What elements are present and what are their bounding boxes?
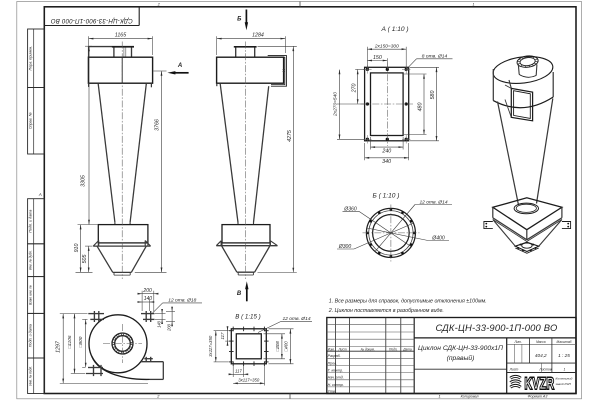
svg-text:240: 240 xyxy=(381,148,391,154)
svg-text:СДК-ЦН-33-900-1П-000 ВО: СДК-ЦН-33-900-1П-000 ВО xyxy=(51,17,133,24)
svg-text:Лит.: Лит. xyxy=(513,340,522,344)
svg-text:(правый): (правый) xyxy=(447,354,475,362)
svg-text:Взам. инв. №: Взам. инв. № xyxy=(28,285,32,305)
svg-text:№ докум.: № докум. xyxy=(361,347,375,351)
svg-text:3766: 3766 xyxy=(155,119,161,131)
svg-text:12 отв. Ø14: 12 отв. Ø14 xyxy=(419,200,447,206)
svg-text:Утв.: Утв. xyxy=(328,390,336,394)
svg-text:4275: 4275 xyxy=(287,130,293,142)
svg-text:3х117=350: 3х117=350 xyxy=(238,378,260,383)
svg-text:Циклон СДК-ЦН-33-900х1П: Циклон СДК-ЦН-33-900х1П xyxy=(418,345,503,352)
svg-text:8 отв. Ø14: 8 отв. Ø14 xyxy=(422,53,448,59)
svg-text:Дата: Дата xyxy=(402,347,412,351)
svg-text:Нач. отд.: Нач. отд. xyxy=(328,376,344,380)
svg-text:270: 270 xyxy=(351,84,357,94)
svg-text:Подп. и дата: Подп. и дата xyxy=(28,324,32,347)
svg-text:3х117=350: 3х117=350 xyxy=(208,335,213,357)
svg-text:2х150=300: 2х150=300 xyxy=(374,44,399,50)
svg-text:1284: 1284 xyxy=(252,33,264,39)
svg-text:Подп. и дата: Подп. и дата xyxy=(28,210,32,233)
svg-text:А: А xyxy=(177,63,182,69)
svg-text:□1106: □1106 xyxy=(67,335,72,348)
svg-text:1165: 1165 xyxy=(115,33,126,39)
svg-text:2. Циклон поставляется в разоб: 2. Циклон поставляется в разобранном вид… xyxy=(328,308,444,314)
svg-text:А ( 1:10 ): А ( 1:10 ) xyxy=(380,26,408,33)
svg-text:340: 340 xyxy=(382,159,391,165)
svg-text:Б ( 1:10 ): Б ( 1:10 ) xyxy=(372,193,399,200)
svg-text:150: 150 xyxy=(373,55,382,61)
svg-text:Масштаб: Масштаб xyxy=(557,340,572,344)
svg-text:Справ. №: Справ. № xyxy=(28,112,32,129)
svg-text:Изм.: Изм. xyxy=(328,347,335,351)
svg-text:480: 480 xyxy=(417,103,423,112)
svg-text:Лист: Лист xyxy=(509,368,519,372)
svg-text:140: 140 xyxy=(144,296,153,302)
svg-text:1297: 1297 xyxy=(56,340,62,353)
svg-text:140: 140 xyxy=(157,320,162,328)
svg-text:Ø300: Ø300 xyxy=(338,244,352,250)
svg-text:12 отв. Ø18: 12 отв. Ø18 xyxy=(168,297,196,303)
svg-text:Перв. примен.: Перв. примен. xyxy=(28,46,32,71)
svg-text:Разраб.: Разраб. xyxy=(328,354,341,358)
svg-text:Н. контр.: Н. контр. xyxy=(328,383,344,387)
svg-text:12 отв. Ø14: 12 отв. Ø14 xyxy=(282,316,310,322)
svg-text:200: 200 xyxy=(167,323,172,332)
svg-text:□308: □308 xyxy=(275,341,280,352)
svg-text:404,2: 404,2 xyxy=(535,353,547,358)
svg-text:2: 2 xyxy=(157,2,160,6)
svg-text:Ø360: Ø360 xyxy=(343,206,357,212)
svg-text:580: 580 xyxy=(430,91,436,100)
svg-text:Пров.: Пров. xyxy=(328,361,337,365)
svg-text:Ø400: Ø400 xyxy=(431,236,445,242)
svg-text:Котельный: Котельный xyxy=(556,377,573,381)
svg-text:2х270=540: 2х270=540 xyxy=(333,92,339,117)
svg-text:1. Все размеры для справок, до: 1. Все размеры для справок, допустимые о… xyxy=(329,298,487,304)
svg-text:Подп.: Подп. xyxy=(389,347,398,351)
svg-text:□400: □400 xyxy=(283,341,288,352)
svg-text:Масса: Масса xyxy=(536,340,546,344)
svg-text:910: 910 xyxy=(74,244,80,253)
svg-text:СДК-ЦН-33-900-1П-000 ВО: СДК-ЦН-33-900-1П-000 ВО xyxy=(435,322,558,333)
svg-text:Лист: Лист xyxy=(337,347,347,351)
svg-text:Б: Б xyxy=(237,17,242,23)
svg-text:Формат А3: Формат А3 xyxy=(528,394,548,398)
svg-text:117: 117 xyxy=(235,369,242,374)
svg-text:KVZR: KVZR xyxy=(525,374,555,393)
svg-text:1 : 25: 1 : 25 xyxy=(558,353,570,358)
svg-text:3305: 3305 xyxy=(81,175,87,187)
svg-text:Инв. № подл.: Инв. № подл. xyxy=(28,366,32,386)
svg-text:В ( 1:15 ): В ( 1:15 ) xyxy=(235,314,260,321)
svg-text:1: 1 xyxy=(439,395,441,399)
svg-text:Листов: Листов xyxy=(538,368,552,372)
svg-text:117: 117 xyxy=(220,332,225,339)
svg-text:А: А xyxy=(38,192,42,197)
svg-text:200: 200 xyxy=(142,288,152,294)
svg-text:Копировал: Копировал xyxy=(461,394,479,398)
svg-text:1: 1 xyxy=(473,2,475,6)
svg-text:завод РЭП: завод РЭП xyxy=(555,382,572,386)
svg-text:2: 2 xyxy=(156,395,160,399)
svg-text:□900: □900 xyxy=(78,336,83,347)
svg-text:Инв. № дубл.: Инв. № дубл. xyxy=(28,250,32,270)
svg-text:Т. контр.: Т. контр. xyxy=(328,369,344,373)
svg-text:1: 1 xyxy=(564,368,566,372)
svg-text:В: В xyxy=(237,291,242,297)
svg-text:KVZR: KVZR xyxy=(525,374,555,393)
svg-text:505: 505 xyxy=(82,255,88,264)
